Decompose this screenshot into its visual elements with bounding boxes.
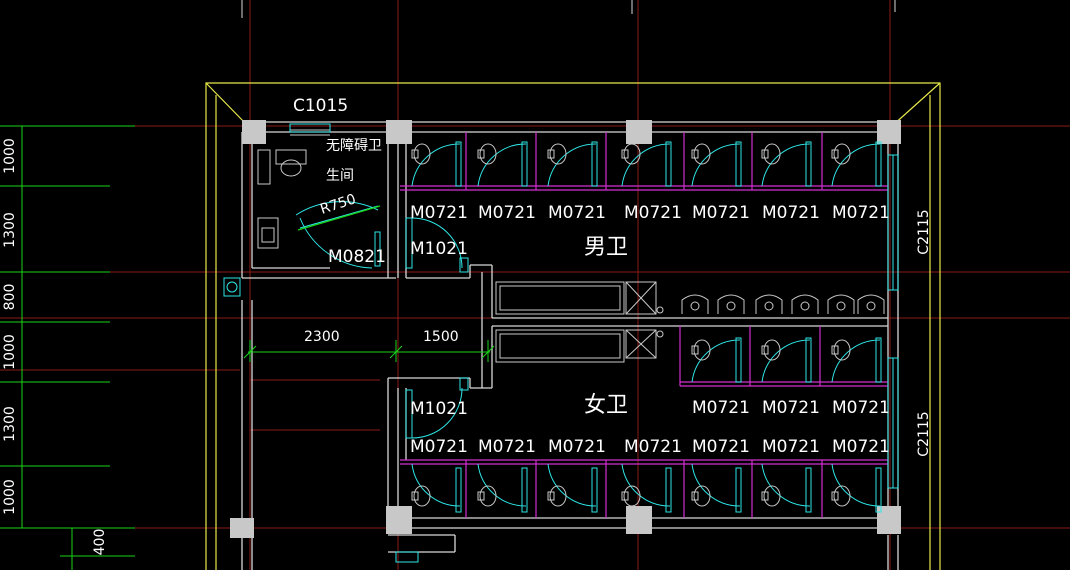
dim-left-2: 1300 [2,212,18,248]
toilet-fixture [831,485,851,507]
dim-left-6: 1000 [2,479,18,515]
toilet-fixtures [411,143,851,507]
dim-left-3: 800 [2,284,18,311]
stall-door [761,463,812,513]
toilet-fixture [621,143,641,165]
stall-door-label: M0721 [548,437,606,457]
stall-door-label: M0721 [624,203,682,223]
mens-stall-labels: M0721 M0721 M0721 M0721 M0721 M0721 M0721 [410,203,890,223]
toilet-fixture [831,339,851,361]
toilet-fixture [547,485,567,507]
stall-door-label: M0721 [478,203,536,223]
stall-door-label: M0721 [548,203,606,223]
window-label-right-bottom: C2115 [916,411,932,456]
dim-label-1500: 1500 [423,329,459,345]
stall-door [477,141,528,187]
womens-room-label: 女卫 [584,393,628,418]
columns [230,120,901,538]
stall-door [831,141,882,187]
urinal [791,294,819,314]
toilet-fixture [411,143,431,165]
stall-door [691,463,742,513]
accessible-fixtures [257,129,330,249]
left-dimension-chain [0,125,135,570]
stall-door [477,463,528,513]
stall-door [761,337,812,383]
toilet-fixture [831,143,851,165]
stall-door-label: M0721 [832,437,890,457]
stall-door [761,141,812,187]
toilet-fixture [761,485,781,507]
womens-bottom-partitions [400,459,888,518]
stall-door [621,141,672,187]
dim-left-4: 1000 [2,334,18,370]
outer-outline [205,82,941,570]
toilet-fixture [691,339,711,361]
dim-left-1: 1000 [2,138,18,174]
accessible-door-label: M0821 [328,247,386,267]
urinal [755,294,783,314]
stall-doors [411,141,882,513]
toilet-fixture [411,485,431,507]
stall-door-label: M0721 [410,203,468,223]
dim-400: 400 [92,529,108,556]
urinal [827,294,855,314]
mens-room-label: 男卫 [584,235,628,260]
stall-door [831,337,882,383]
stall-door [621,463,672,513]
walls [241,121,900,570]
toilet-fixture [691,485,711,507]
stall-door [691,141,742,187]
stall-door [411,463,462,513]
stall-door-label: M0721 [478,437,536,457]
urinals [681,294,885,314]
dim-label-2300: 2300 [304,329,340,345]
toilet-fixture [477,143,497,165]
bottom-dimension [243,340,495,362]
urinal [681,294,709,314]
stall-door [547,141,598,187]
left-dimension-labels: 1000 1300 800 1000 1300 1000 400 [2,138,108,555]
urinal [717,294,745,314]
stall-door-label: M0721 [692,398,750,418]
urinal [857,294,885,314]
stall-door [411,141,462,187]
toilet-fixture [691,143,711,165]
stall-door-label: M0721 [692,437,750,457]
stall-door-label: M0721 [762,203,820,223]
stall-door-label: M0721 [762,398,820,418]
mens-door-label: M1021 [410,239,468,259]
womens-door-label: M1021 [410,399,468,419]
window-label-right-top: C2115 [916,209,932,254]
stall-door-label: M0721 [832,398,890,418]
toilet-fixture [621,485,641,507]
stall-door [831,463,882,513]
stall-door-label: M0721 [624,437,682,457]
main-doors [405,217,469,439]
stall-door-label: M0721 [832,203,890,223]
stall-door [547,463,598,513]
womens-top-stall-labels: M0721 M0721 M0721 [692,398,890,418]
stall-door [691,337,742,383]
stall-door-label: M0721 [762,437,820,457]
dim-left-5: 1300 [2,406,18,442]
toilet-fixture [477,485,497,507]
radius-leader [297,205,381,231]
toilet-fixture [761,339,781,361]
right-windows [223,154,899,563]
window-label-c1015: C1015 [293,96,348,116]
womens-bottom-stall-labels: M0721 M0721 M0721 M0721 M0721 M0721 M0721 [410,437,890,457]
accessible-room-label-1: 无障碍卫 [326,138,382,154]
stall-door-label: M0721 [692,203,750,223]
toilet-fixture [547,143,567,165]
stall-door-label: M0721 [410,437,468,457]
womens-top-partitions [679,326,888,387]
accessible-room-label-2: 生间 [326,168,354,184]
toilet-fixture [761,143,781,165]
vanity-sinks [495,281,664,363]
